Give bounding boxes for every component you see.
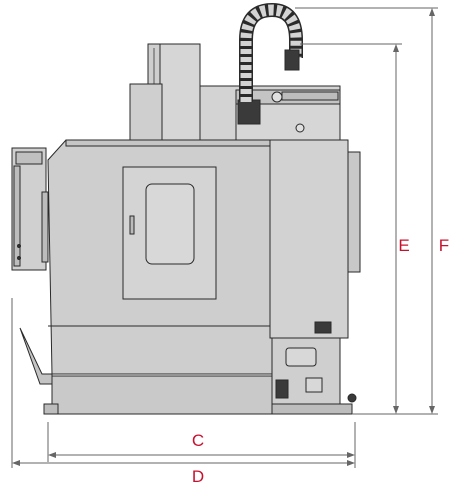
dimension-label-e: E — [398, 236, 409, 255]
dimension-label-f: F — [439, 236, 449, 255]
dimension-lines — [11, 7, 438, 468]
dimension-label-c: C — [192, 431, 204, 450]
machine-illustration — [11, 2, 361, 415]
column-face — [159, 43, 201, 145]
door-window — [145, 183, 195, 265]
side-cabinet — [269, 139, 349, 339]
dimension-label-d: D — [192, 467, 204, 486]
machine-base — [51, 375, 273, 415]
door-handle — [129, 215, 135, 235]
tool-changer-box — [237, 99, 261, 125]
dimension-arrows — [12, 8, 435, 466]
chip-chute — [19, 327, 53, 385]
spindle-head — [129, 83, 163, 145]
cabinet-switch — [314, 321, 332, 334]
